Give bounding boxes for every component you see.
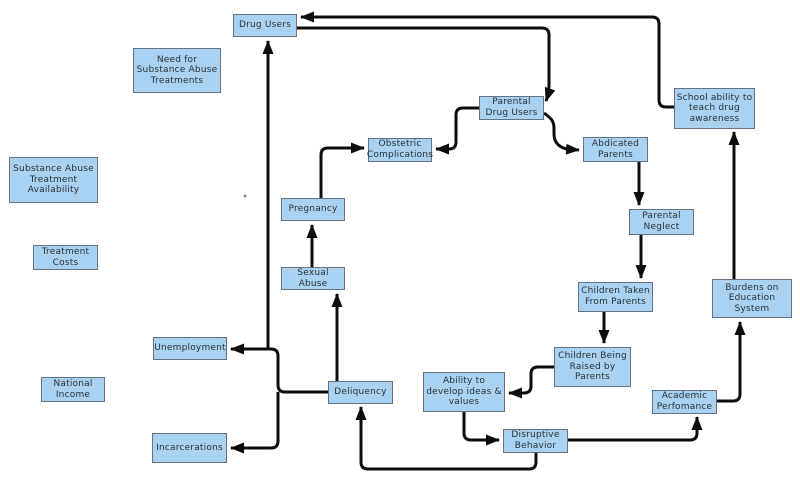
- node-drug-users: Drug Users: [233, 14, 297, 37]
- edge-children-raised-to-ability-develop: [508, 365, 554, 399]
- edge-school-ability-to-drug-users: [300, 11, 674, 109]
- node-children-raised: Children Being Raised by Parents: [554, 347, 631, 387]
- node-parental-drug-users: Parental Drug Users: [479, 96, 544, 120]
- node-incarcerations: Incarcerations: [152, 433, 227, 463]
- node-parental-neglect: Parental Neglect: [629, 209, 694, 235]
- node-disruptive-behavior: Disruptive Behavior: [503, 429, 568, 453]
- node-children-taken: Children Taken From Parents: [578, 282, 653, 312]
- edge-academic-perfomance-to-burdens-education: [717, 321, 746, 403]
- node-treatment-costs: Treatment Costs: [33, 245, 98, 270]
- edge-group: [230, 11, 746, 471]
- stray-mark-group: [243, 194, 247, 198]
- node-sexual-abuse: Sexual Abuse: [281, 267, 345, 290]
- edge-deliquency-to-incarcerations: [230, 392, 280, 454]
- edge-disruptive-behavior-to-academic-perfomance: [568, 416, 703, 442]
- node-ability-develop: Ability to develop ideas & values: [423, 372, 505, 412]
- node-national-income: National Income: [41, 377, 105, 402]
- edge-parental-drug-users-to-obstetric-complications: [435, 106, 479, 155]
- edge-pregnancy-to-obstetric-complications: [319, 142, 365, 198]
- edge-ability-develop-to-disruptive-behavior: [462, 412, 500, 446]
- stray-dot: [243, 194, 247, 198]
- node-obstetric-complications: Obstetric Complications: [366, 138, 434, 162]
- node-school-ability: School ability to teach drug awareness: [674, 88, 755, 129]
- node-academic-perfomance: Academic Perfomance: [652, 390, 717, 414]
- node-need-for-treatments: Need for Substance Abuse Treatments: [133, 48, 221, 93]
- node-treatment-availability: Substance Abuse Treatment Availability: [9, 157, 98, 203]
- node-pregnancy: Pregnancy: [281, 198, 345, 221]
- node-deliquency: Deliquency: [328, 381, 393, 404]
- edge-parental-drug-users-to-abdicated-parents: [543, 111, 580, 155]
- node-burdens-education: Burdens on Education System: [712, 279, 792, 318]
- edge-deliquency-to-unemployment: [230, 343, 328, 394]
- edge-disruptive-behavior-to-deliquency: [355, 406, 538, 471]
- edge-drug-users-to-parental-drug-users: [297, 26, 556, 102]
- node-unemployment: Unemployment: [153, 337, 227, 360]
- node-abdicated-parents: Abdicated Parents: [583, 137, 648, 162]
